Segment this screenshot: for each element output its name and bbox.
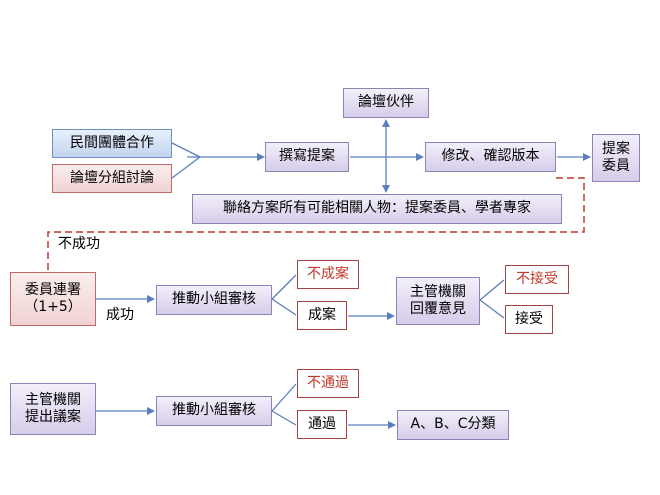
- pass-box: 通過: [297, 410, 347, 439]
- civil-collab-label: 民間團體合作: [70, 134, 154, 151]
- write-proposal-label: 撰寫提案: [279, 148, 335, 165]
- classify-label: A、B、C分類: [410, 416, 496, 433]
- not-accept-box: 不接受: [505, 265, 569, 294]
- pass-label: 通過: [308, 415, 336, 432]
- not-approved-case-box: 不成案: [297, 260, 359, 289]
- dashed-feedback-loop: [47, 177, 585, 270]
- review-group-1-label: 推動小組審核: [172, 291, 256, 308]
- connector-reply-notaccept: [479, 279, 505, 301]
- write-proposal-box: 撰寫提案: [265, 142, 349, 172]
- connector-forum-group: [171, 156, 201, 179]
- accept-label: 接受: [515, 310, 543, 327]
- connector-review2-notpass: [271, 383, 297, 412]
- civil-collab-box: 民間團體合作: [52, 129, 172, 158]
- authority-reply-line2: 回覆意見: [410, 301, 466, 317]
- proposal-committee-line1: 提案: [602, 140, 630, 157]
- committee-cosign-box: 委員連署 （1+5）: [10, 272, 96, 326]
- review-group-2-box: 推動小組審核: [156, 396, 272, 426]
- forum-group-box: 論壇分組討論: [52, 164, 172, 193]
- committee-cosign-sub: （1+5）: [24, 299, 82, 315]
- accept-box: 接受: [505, 305, 553, 334]
- revise-version-label: 修改、確認版本: [441, 148, 540, 165]
- connector-review1-case: [271, 298, 297, 316]
- committee-cosign-label: 委員連署: [25, 281, 81, 298]
- authority-reply-line1: 主管機關: [410, 283, 466, 300]
- review-group-1-box: 推動小組審核: [156, 285, 272, 315]
- forum-partner-label: 論壇伙伴: [358, 94, 414, 111]
- not-approved-case-label: 不成案: [307, 265, 349, 282]
- connector-review2-pass: [271, 410, 297, 426]
- authority-propose-box: 主管機關 提出議案: [10, 383, 96, 435]
- contact-all-label: 聯絡方案所有可能相關人物：提案委員、學者專家: [223, 200, 531, 217]
- not-pass-label: 不通過: [307, 374, 349, 391]
- authority-reply-box: 主管機關 回覆意見: [396, 277, 480, 325]
- proposal-committee-box: 提案 委員: [592, 134, 640, 182]
- classify-box: A、B、C分類: [397, 410, 509, 440]
- connector-civil: [171, 142, 201, 158]
- not-pass-box: 不通過: [297, 369, 359, 398]
- not-accept-label: 不接受: [516, 270, 558, 287]
- authority-propose-line2: 提出議案: [25, 409, 81, 425]
- review-group-2-label: 推動小組審核: [172, 402, 256, 419]
- connector-reply-accept: [479, 299, 505, 319]
- approved-case-box: 成案: [297, 301, 347, 330]
- proposal-committee-line2: 委員: [602, 158, 630, 174]
- connector-review1-notcase: [271, 274, 297, 300]
- fail-label: 不成功: [58, 236, 100, 252]
- revise-version-box: 修改、確認版本: [425, 142, 556, 172]
- forum-group-label: 論壇分組討論: [70, 169, 154, 186]
- authority-propose-line1: 主管機關: [25, 391, 81, 408]
- approved-case-label: 成案: [308, 306, 336, 323]
- forum-partner-box: 論壇伙伴: [343, 88, 429, 118]
- contact-all-box: 聯絡方案所有可能相關人物：提案委員、學者專家: [192, 194, 562, 224]
- success-label: 成功: [106, 307, 134, 323]
